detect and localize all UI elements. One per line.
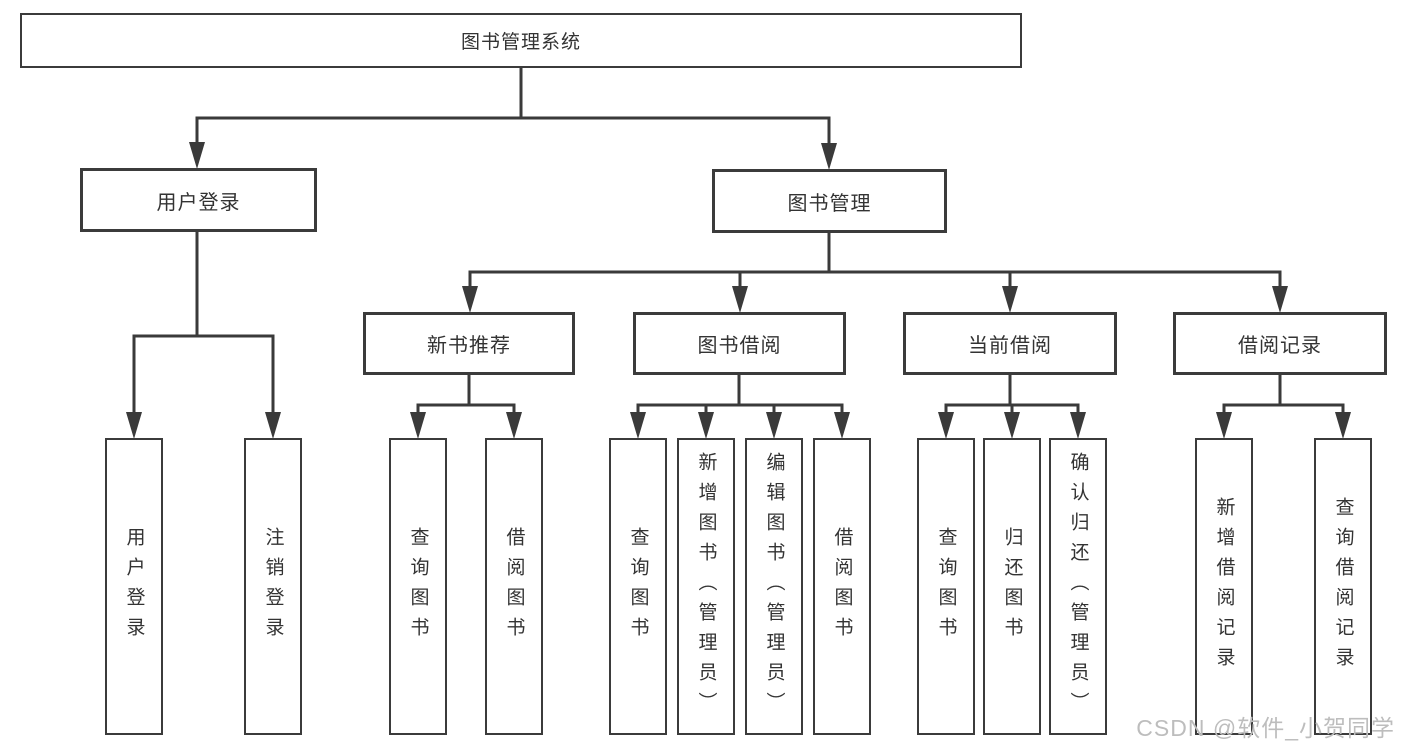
node-label: 用户登录 xyxy=(156,191,241,214)
leaf-query-books-borrow: 查询图书 xyxy=(609,438,667,735)
leaf-label: 查询借阅记录 xyxy=(1332,496,1354,677)
leaf-logout: 注销登录 xyxy=(244,438,302,735)
leaf-confirm-return-admin: 确认归还（管理员） xyxy=(1049,438,1107,735)
connector-root xyxy=(195,67,831,148)
connector-new-book-recommend xyxy=(416,373,516,418)
leaf-label: 查询图书 xyxy=(627,526,649,647)
node-book-management: 图书管理 xyxy=(712,169,947,233)
connector-book-borrow xyxy=(636,373,844,418)
node-new-book-recommend: 新书推荐 xyxy=(363,312,575,375)
node-label: 图书管理 xyxy=(787,192,872,215)
node-label: 图书借阅 xyxy=(697,335,782,357)
leaf-user-login: 用户登录 xyxy=(105,438,163,735)
leaf-query-books-recommend: 查询图书 xyxy=(389,438,447,735)
connector-book-management xyxy=(468,231,1282,292)
connector-user-login xyxy=(132,230,275,418)
node-label: 图书管理系统 xyxy=(460,32,581,53)
leaf-label: 归还图书 xyxy=(1001,526,1023,647)
connector-current-borrow xyxy=(944,373,1080,418)
leaf-return-books: 归还图书 xyxy=(983,438,1041,735)
leaf-label: 新增图书（管理员） xyxy=(695,451,717,722)
leaf-edit-books-admin: 编辑图书（管理员） xyxy=(745,438,803,735)
node-current-borrow: 当前借阅 xyxy=(903,312,1117,375)
leaf-label: 借阅图书 xyxy=(831,526,853,647)
leaf-label: 查询图书 xyxy=(407,526,429,647)
csdn-watermark: CSDN @软件_小贺同学 xyxy=(1136,715,1395,741)
node-user-login: 用户登录 xyxy=(80,168,317,232)
node-label: 借阅记录 xyxy=(1238,335,1322,357)
leaf-label: 查询图书 xyxy=(935,526,957,647)
leaf-label: 借阅图书 xyxy=(503,526,525,647)
leaf-label: 确认归还（管理员） xyxy=(1067,451,1089,722)
node-label: 当前借阅 xyxy=(968,335,1052,357)
leaf-borrow-books-recommend: 借阅图书 xyxy=(485,438,543,735)
node-library-management-system: 图书管理系统 xyxy=(20,13,1022,68)
leaf-label: 新增借阅记录 xyxy=(1213,496,1235,677)
node-book-borrow: 图书借阅 xyxy=(633,312,846,375)
leaf-label: 注销登录 xyxy=(262,526,284,647)
leaf-query-books-current: 查询图书 xyxy=(917,438,975,735)
leaf-query-borrow-record: 查询借阅记录 xyxy=(1314,438,1372,735)
leaf-add-books-admin: 新增图书（管理员） xyxy=(677,438,735,735)
leaf-borrow-books: 借阅图书 xyxy=(813,438,871,735)
connector-borrow-records xyxy=(1222,373,1345,418)
leaf-add-borrow-record: 新增借阅记录 xyxy=(1195,438,1253,735)
node-label: 新书推荐 xyxy=(427,335,511,357)
leaf-label: 编辑图书（管理员） xyxy=(763,451,785,722)
arrowheads xyxy=(126,142,1351,439)
leaf-label: 用户登录 xyxy=(123,526,145,647)
node-borrow-records: 借阅记录 xyxy=(1173,312,1387,375)
